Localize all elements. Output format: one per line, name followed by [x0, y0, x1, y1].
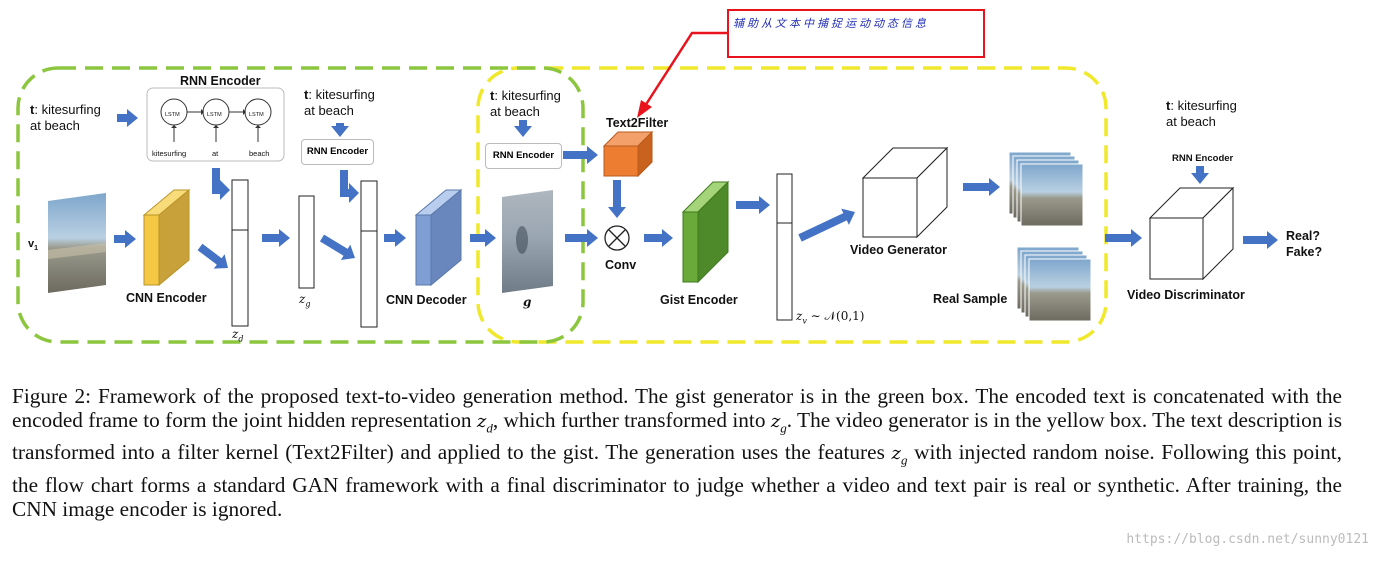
flow-arrow [331, 123, 349, 137]
real-sample-stack [1016, 246, 1092, 322]
flow-arrow [644, 229, 673, 247]
word-beach: beach [249, 149, 270, 158]
video-discriminator-cube [1148, 186, 1235, 281]
flow-arrow [608, 180, 626, 218]
zg-concat-vector [360, 180, 378, 328]
lstm-chain [160, 98, 272, 142]
math-zg: zg [299, 292, 311, 309]
flow-arrows [114, 109, 1278, 269]
flow-arrow [1191, 166, 1209, 184]
label-conv: Conv [605, 258, 637, 272]
watermark: https://blog.csdn.net/sunny0121 [1126, 532, 1369, 547]
flow-arrow-bent [340, 170, 359, 203]
text2filter-cube [602, 130, 654, 178]
annotation-text: 辅助从文本中捕捉运动动态信息 [733, 17, 929, 30]
cnn-decoder-block [414, 188, 463, 287]
conv-operator [604, 225, 630, 251]
yellow-box [476, 66, 1108, 344]
flow-arrow [114, 230, 136, 248]
label-cnn-decoder: CNN Decoder [386, 293, 467, 307]
flow-arrow [565, 229, 598, 247]
figure-caption: Figure 2: Framework of the proposed text… [12, 384, 1342, 521]
flow-arrow [514, 120, 532, 137]
flow-arrow-bent [212, 168, 230, 200]
gist-image [502, 190, 553, 293]
rnn-encoder-label-3: RNN Encoder [1172, 153, 1234, 164]
flow-arrow [963, 178, 1000, 196]
callout-arrow [637, 31, 727, 118]
zg-vector [298, 195, 315, 289]
math-zv: zv ∼ 𝒩(0,1) [796, 309, 865, 326]
label-cnn-encoder: CNN Encoder [126, 291, 207, 305]
lstm-cell-3: LSTM [249, 112, 264, 118]
diagram-canvas [16, 31, 1278, 344]
zv-vector [776, 173, 793, 321]
flow-arrow [470, 229, 496, 247]
label-gist-encoder: Gist Encoder [660, 293, 738, 307]
flow-arrow [384, 229, 406, 247]
rnn-encoder-title: RNN Encoder [180, 74, 261, 88]
cnn-encoder-block [142, 188, 191, 287]
flow-arrow [563, 146, 598, 164]
lstm-cell-2: LSTM [207, 112, 222, 118]
input-var-v1: v1 [28, 238, 39, 253]
flow-arrow [262, 229, 290, 247]
generated-video-stack [1008, 151, 1084, 227]
input-frame-image [48, 193, 106, 293]
flow-arrow [736, 196, 770, 214]
flow-arrow [319, 234, 355, 260]
flow-arrow [1105, 229, 1142, 247]
label-text2filter: Text2Filter [606, 116, 669, 130]
math-g: g [523, 295, 532, 309]
lstm-cell-1: LSTM [165, 112, 180, 118]
video-generator-cube [861, 146, 949, 239]
rnn-encoder-box-2: RNN Encoder [485, 143, 562, 169]
label-fake: Fake? [1286, 245, 1323, 259]
word-at: at [212, 149, 219, 158]
flow-arrow [117, 109, 138, 127]
flow-arrow [1243, 231, 1278, 249]
rnn-encoder-box-1: RNN Encoder [301, 139, 374, 165]
label-real-sample: Real Sample [933, 292, 1008, 306]
label-video-discriminator: Video Discriminator [1127, 288, 1245, 302]
flow-arrow [197, 243, 228, 269]
label-video-generator: Video Generator [850, 243, 948, 257]
zd-vector [231, 179, 249, 327]
word-kitesurfing: kitesurfing [152, 149, 187, 158]
flow-arrow [798, 208, 855, 242]
label-real: Real? [1286, 229, 1321, 243]
math-zd: zd [232, 327, 244, 344]
gist-encoder-block [681, 180, 730, 284]
annotation-note: 辅助从文本中捕捉运动动态信息 [727, 9, 985, 58]
